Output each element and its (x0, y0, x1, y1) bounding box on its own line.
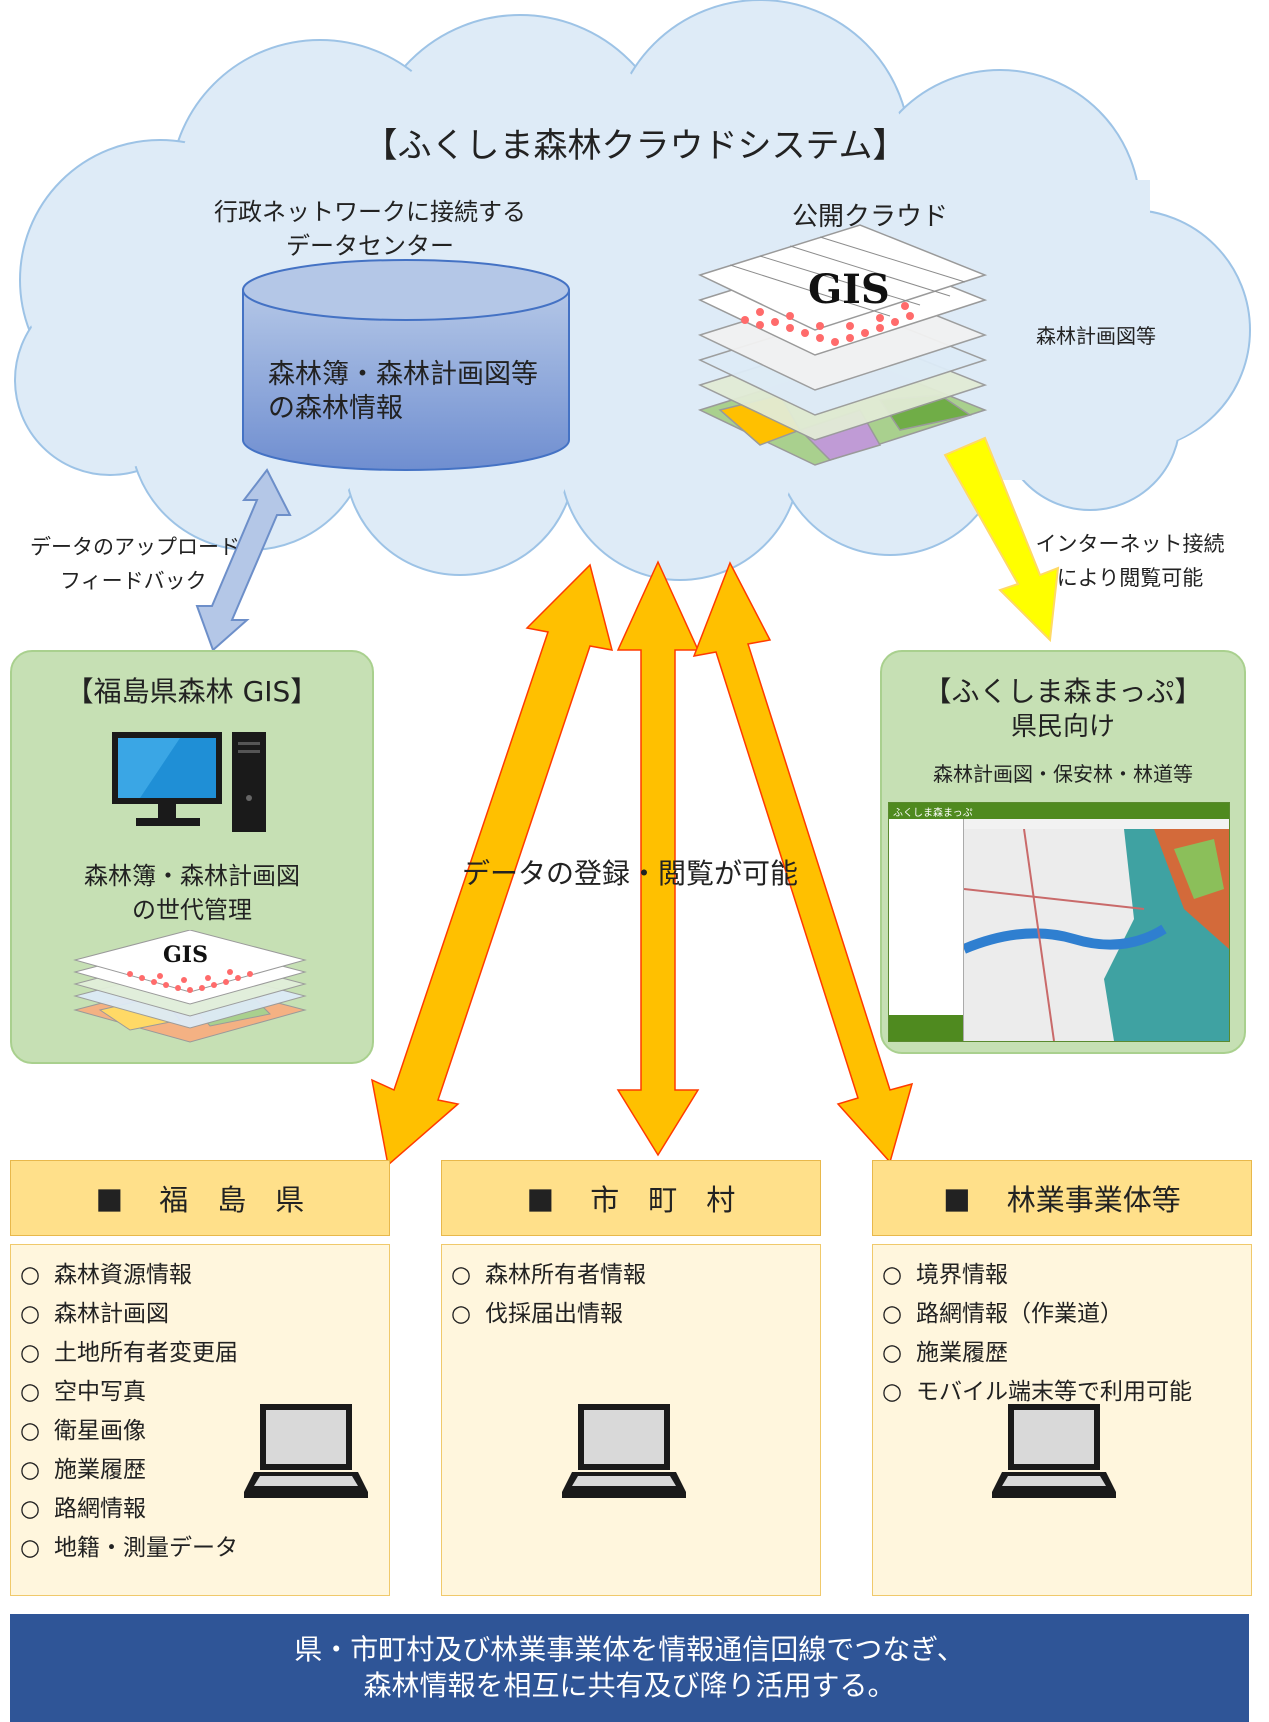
forest-gis-text-1: 森林簿・森林計画図 (84, 862, 300, 890)
list-item: ○森林資源情報 (20, 1262, 192, 1288)
list-item: ○境界情報 (882, 1262, 1008, 1288)
laptop-icon (562, 1404, 686, 1498)
footer-line-1: 県・市町村及び林業事業体を情報通信回線でつなぎ、 (294, 1633, 965, 1666)
list-item: ○地籍・測量データ (20, 1535, 238, 1561)
list-item: ○森林所有者情報 (451, 1262, 646, 1288)
list-item: ○伐採届出情報 (451, 1301, 623, 1327)
list-item: ○施業履歴 (882, 1340, 1008, 1366)
laptop-icon (992, 1404, 1116, 1498)
screenshot-header-bar (889, 803, 1229, 819)
datacenter-label-2: データセンター (286, 232, 454, 260)
db-text-1: 森林簿・森林計画図等 (268, 359, 538, 390)
mori-map-text: 森林計画図・保安林・林道等 (933, 762, 1193, 786)
screenshot-title: ふくしま森まっぷ (893, 808, 973, 819)
header-municipality-mark: ■ (526, 1181, 555, 1215)
header-prefecture-mark: ■ (95, 1181, 124, 1215)
gis-side-label: 森林計画図等 (1036, 324, 1156, 348)
database-cylinder-icon (242, 259, 570, 471)
forest-gis-title: 【福島県森林 GIS】 (65, 675, 319, 708)
internet-label-1: インターネット接続 (1035, 532, 1225, 556)
internet-access-arrow (943, 436, 1060, 643)
desktop-computer-icon (112, 732, 266, 832)
footer-line-2: 森林情報を相互に共有及び降り活用する。 (363, 1669, 896, 1702)
header-forestry-mark: ■ (943, 1181, 971, 1215)
header-prefecture-label: 福 島 県 (159, 1183, 305, 1217)
mori-map-title: 【ふくしま森まっぷ】 (923, 675, 1203, 708)
list-item: ○モバイル端末等で利用可能 (882, 1379, 1192, 1405)
cloud-title: 【ふくしま森林クラウドシステム】 (363, 126, 907, 166)
list-item: ○施業履歴 (20, 1457, 146, 1483)
db-text-2: の森林情報 (268, 393, 403, 424)
upload-label-2: フィードバック (60, 569, 207, 593)
forest-gis-text-2: の世代管理 (132, 896, 252, 924)
list-item: ○土地所有者変更届 (20, 1340, 238, 1366)
list-item: ○衛星画像 (20, 1418, 146, 1444)
gis-layer-stack-icon (73, 930, 307, 1043)
screenshot-sidebar-footer (889, 1015, 963, 1041)
gis-box-stack-label: GIS (163, 942, 208, 968)
gis-stack-title: GIS (808, 266, 890, 313)
screenshot-map-graphics (964, 829, 1229, 1041)
list-forestry: ○境界情報 ○路網情報（作業道） ○施業履歴 ○モバイル端末等で利用可能 (882, 1256, 1192, 1412)
laptop-icon (244, 1404, 368, 1498)
list-municipality: ○森林所有者情報 ○伐採届出情報 (451, 1256, 646, 1334)
header-forestry: ■ 林業事業体等 (872, 1160, 1252, 1236)
arrow-municipality (616, 560, 700, 1157)
screenshot-sidebar (889, 819, 964, 1041)
list-item: ○森林計画図 (20, 1301, 169, 1327)
list-item: ○路網情報（作業道） (882, 1301, 1123, 1327)
upload-label-1: データのアップロード (30, 535, 240, 559)
header-municipality: ■ 市 町 村 (441, 1160, 821, 1236)
public-cloud-label: 公開クラウド (791, 202, 948, 232)
datacenter-label-1: 行政ネットワークに接続する (214, 198, 526, 226)
header-municipality-label: 市 町 村 (590, 1183, 736, 1217)
center-label: データの登録・閲覧が可能 (462, 857, 799, 890)
header-prefecture: ■ 福 島 県 (10, 1160, 390, 1236)
list-item: ○空中写真 (20, 1379, 146, 1405)
list-prefecture: ○森林資源情報 ○森林計画図 ○土地所有者変更届 ○空中写真 ○衛星画像 ○施業… (20, 1256, 238, 1568)
gis-stack-lines (729, 236, 966, 317)
header-forestry-label: 林業事業体等 (1006, 1183, 1181, 1217)
internet-label-2: により閲覧可能 (1056, 566, 1204, 590)
mori-map-subtitle: 県民向け (1010, 712, 1115, 742)
footer-banner: 県・市町村及び林業事業体を情報通信回線でつなぎ、 森林情報を相互に共有及び降り活… (10, 1614, 1249, 1722)
mori-map-screenshot: ふくしま森まっぷ (888, 802, 1230, 1042)
gis-layer-stack-icon (697, 224, 988, 466)
gis-stack-dots (741, 302, 914, 346)
list-item: ○路網情報 (20, 1496, 146, 1522)
